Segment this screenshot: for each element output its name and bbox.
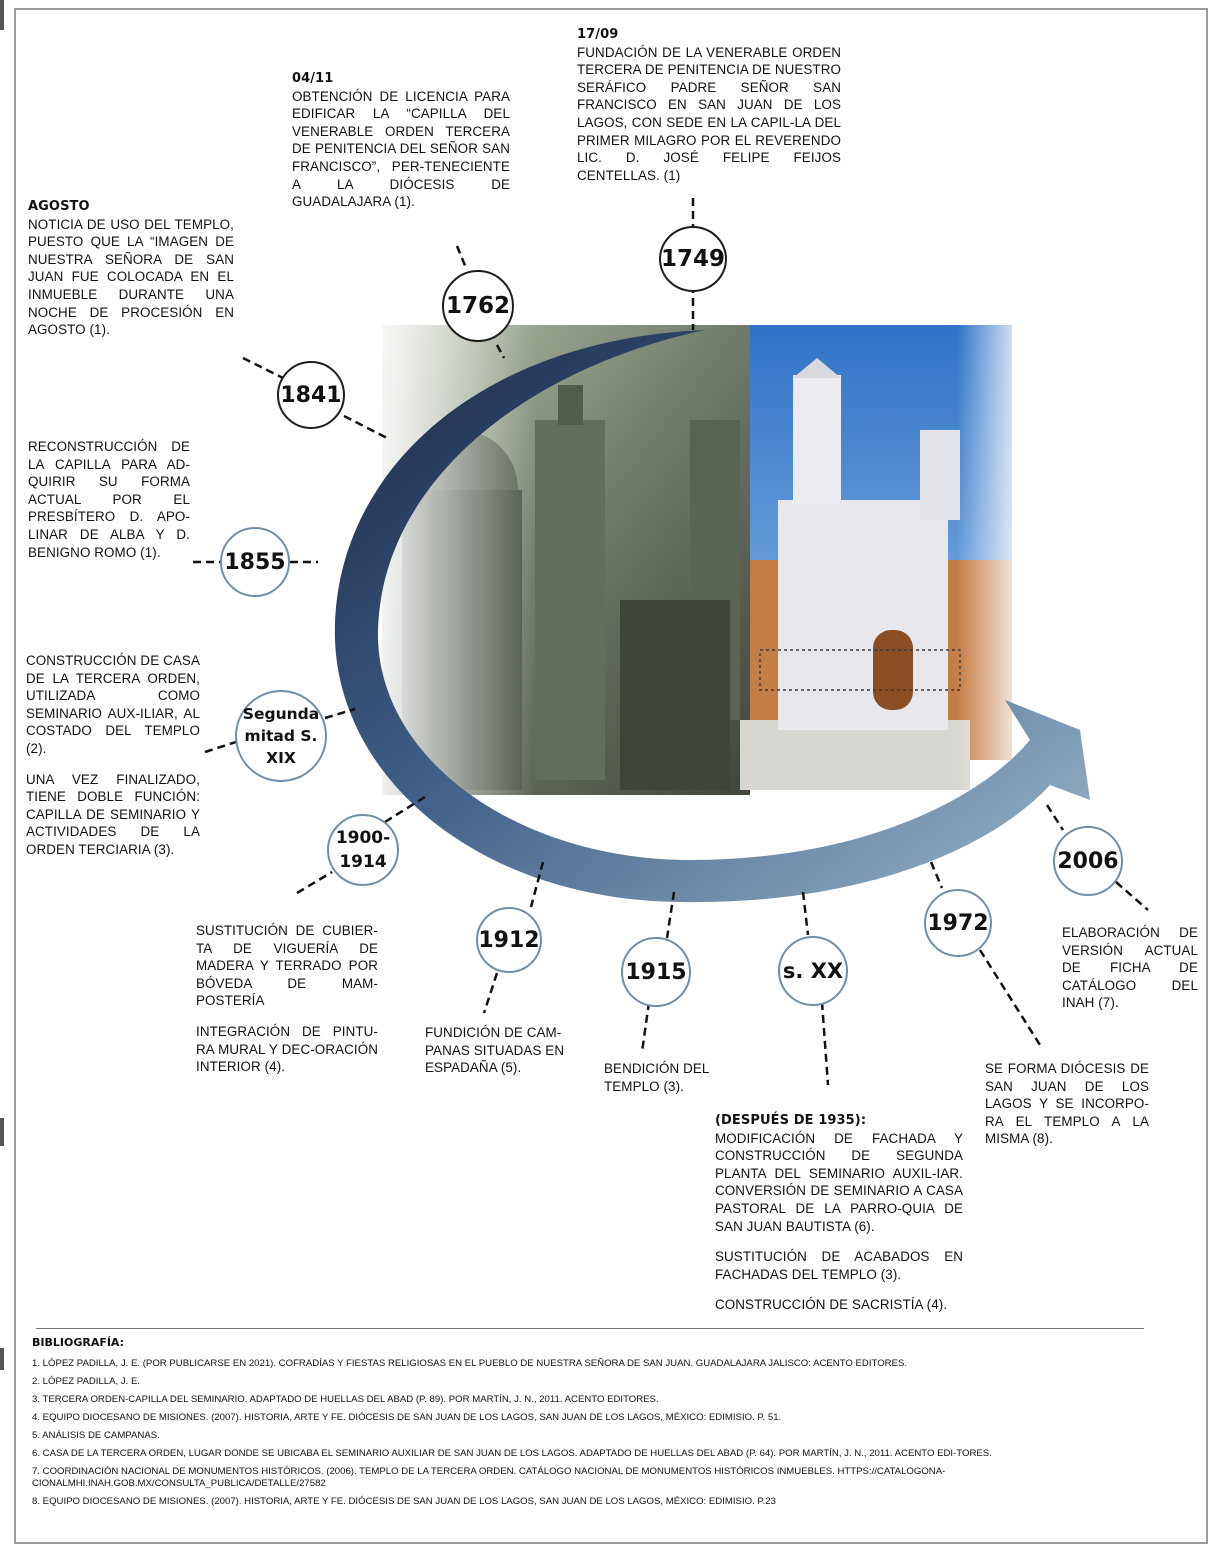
bibliography-item: 6. Casa de la Tercera Orden, lugar donde… [32,1448,992,1459]
page-frame [14,8,1208,1544]
event-text: Integración de pintu-ra mural y dec-orac… [196,1023,378,1075]
event-text: Noticia de uso del templo, puesto que la… [28,216,234,338]
event-text: Se forma diócesis de San Juan de los Lag… [985,1061,1149,1147]
event-1972: Se forma diócesis de San Juan de los Lag… [985,1060,1149,1148]
event-text: Construcción de casa de la Tercera Orden… [26,653,200,756]
event-1915: Bendición del templo (3). [604,1060,728,1095]
edge-mark [0,0,4,30]
event-date: 17/09 [577,27,619,42]
connectors [193,198,1149,1086]
year-circle-1972: 1972 [924,889,992,957]
event-text: Construcción de sacristía (4). [715,1297,948,1313]
event-segunda-mitad: Construcción de casa de la Tercera Orden… [26,652,200,859]
year-circle-1855: 1855 [220,527,290,597]
bibliography-item: 8. Equipo Diocesano de Misiones. (2007).… [32,1496,776,1507]
event-text: Bendición del templo (3). [604,1061,709,1094]
event-text: Elaboración de versión actual de ficha d… [1062,925,1198,1011]
year-circle-1749: 1749 [659,226,727,292]
year-circle-1912: 1912 [476,907,542,973]
year-circle-2006: 2006 [1053,826,1123,896]
bibliography-item: 3. Tercera Orden-Capilla del seminario. … [32,1394,659,1405]
event-text: Una vez finalizado, tiene doble función:… [26,771,200,857]
year-circle-1762: 1762 [442,270,514,342]
event-text: Modificación de fachada y construcción d… [715,1130,963,1234]
bibliography-title: Bibliografía: [32,1336,125,1349]
bibliography-divider [36,1328,1144,1329]
year-circle-s-xx: s. XX [778,936,848,1006]
bibliography-item: 5. Análisis de campanas. [32,1430,160,1441]
edge-mark [0,1118,4,1146]
year-circle-1915: 1915 [621,937,691,1007]
edge-mark [0,1348,4,1370]
event-text: Obtención de licencia para edificar la “… [292,88,510,210]
event-1912: Fundición de cam-panas situadas en espad… [425,1024,577,1077]
bibliography-item: 4. Equipo Diocesano de Misiones. (2007).… [32,1412,782,1423]
year-circle-1900-1914: 1900-1914 [327,814,399,886]
event-date: (Después de 1935): [715,1113,867,1128]
church-photo [372,318,1022,802]
event-1900-1914: Sustitución de cubier-ta de viguería de … [196,922,378,1076]
event-2006: Elaboración de versión actual de ficha d… [1062,924,1198,1012]
event-text: Reconstrucción de la capilla para ad-qui… [28,439,190,560]
bibliography-list: 1. López Padilla, J. E. (por publicarse … [32,1358,1192,1514]
bibliography-item: 2. López Padilla, J. E. [32,1376,141,1387]
event-1749: 17/09 Fundación de la Venerable Orden Te… [577,26,841,184]
bibliography-item: 7. Coordinación Nacional de Monumentos H… [32,1466,946,1489]
event-1841: Agosto Noticia de uso del templo, puesto… [28,198,234,339]
year-circle-1841: 1841 [277,361,345,429]
event-s-xx: (Después de 1935): Modificación de facha… [715,1112,963,1314]
event-text: Fundición de cam-panas situadas en espad… [425,1025,565,1076]
event-1855: Reconstrucción de la capilla para ad-qui… [28,438,190,561]
event-1762: 04/11 Obtención de licencia para edifica… [292,70,510,211]
event-date: Agosto [28,199,90,214]
event-text: Sustitución de acabados en fachadas del … [715,1249,963,1282]
event-text: Fundación de la Venerable Orden Tercera … [577,44,841,183]
year-circle-segunda-mitad: Segunda mitad S. XIX [235,690,327,782]
event-text: Sustitución de cubier-ta de viguería de … [196,923,378,1009]
bibliography-item: 1. López Padilla, J. E. (por publicarse … [32,1358,908,1369]
event-date: 04/11 [292,71,334,86]
